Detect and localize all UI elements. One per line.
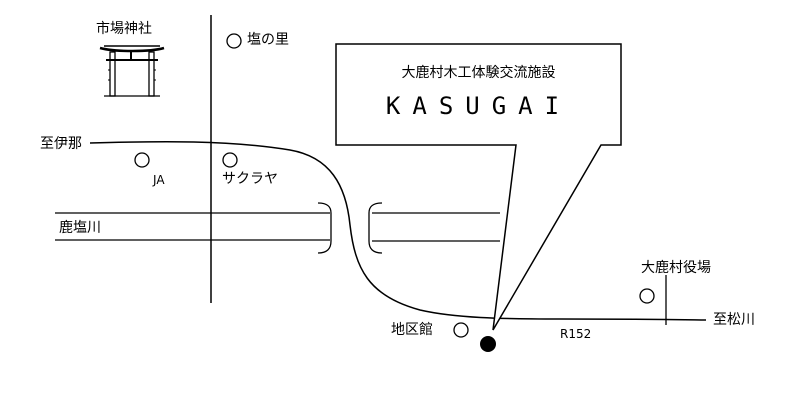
bridge-bracket-left xyxy=(317,202,332,254)
facility-title: 大鹿村木工体験交流施設 xyxy=(401,65,556,81)
main-road-r152 xyxy=(89,140,707,321)
ja-marker-icon xyxy=(134,152,150,168)
destination-dot-icon xyxy=(480,336,496,352)
district-hall-label: 地区館 xyxy=(391,322,433,338)
village-office-marker-icon xyxy=(639,288,655,304)
to-matsukawa-label: 至松川 xyxy=(713,312,755,328)
shio-no-sato-label: 塩の里 xyxy=(247,32,289,48)
to-ina-label: 至伊那 xyxy=(40,136,82,152)
ja-label: JA xyxy=(153,173,165,187)
sakuraya-marker-icon xyxy=(222,152,238,168)
shio-no-sato-marker-icon xyxy=(226,33,242,49)
facility-name: KASUGAI xyxy=(385,92,572,120)
district-hall-marker-icon xyxy=(453,322,469,338)
route-label: R152 xyxy=(560,327,592,341)
sakuraya-label: サクラヤ xyxy=(222,171,278,187)
bridge-bracket-right xyxy=(368,202,383,254)
shrine-label: 市場神社 xyxy=(96,21,152,37)
callout-box xyxy=(335,43,622,331)
river-label: 鹿塩川 xyxy=(59,220,101,236)
village-office-label: 大鹿村役場 xyxy=(641,260,711,276)
torii-gate-icon xyxy=(99,45,165,97)
